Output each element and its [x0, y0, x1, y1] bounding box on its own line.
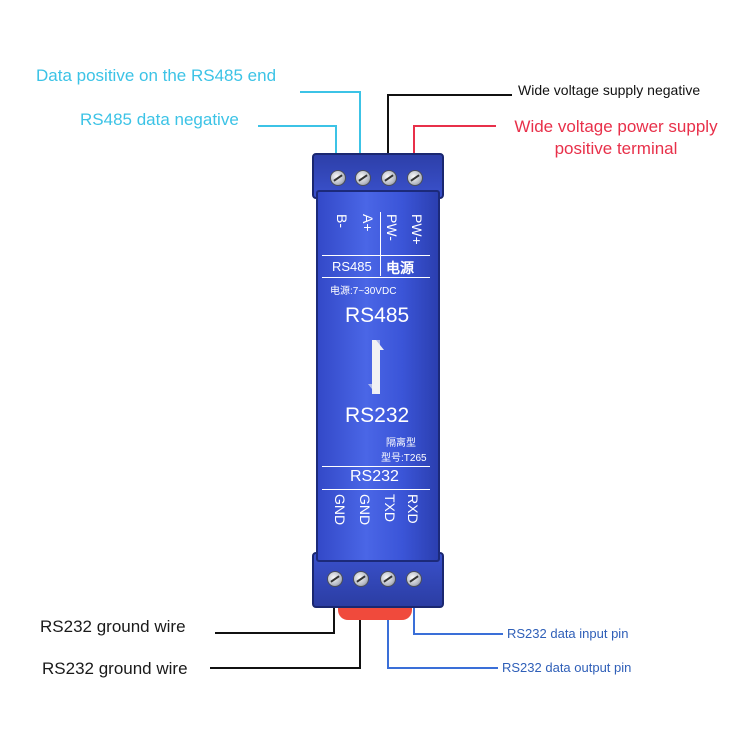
- model-label: 型号:T265: [381, 453, 427, 464]
- pin-label-b-minus: B-: [334, 214, 350, 228]
- screw-b-minus-icon: [330, 170, 346, 186]
- divider-bottom-pins: [322, 489, 430, 490]
- divider-groups: [322, 277, 430, 278]
- label-power-positive: Wide voltage power supply positive termi…: [498, 116, 734, 160]
- title-rs232: RS232: [345, 404, 410, 427]
- screw-txd-icon: [380, 571, 396, 587]
- group-label-rs485: RS485: [332, 259, 372, 274]
- pin-label-pw-minus: PW-: [384, 214, 400, 241]
- pin-label-pw-plus: PW+: [409, 214, 425, 245]
- label-gnd-2: RS232 ground wire: [42, 659, 188, 678]
- label-rs485-b-negative: RS485 data negative: [80, 110, 239, 129]
- label-power-positive-line2: positive terminal: [554, 139, 678, 158]
- label-txd-pin: RS232 data output pin: [502, 660, 632, 675]
- pin-label-gnd-1: GND: [332, 494, 348, 526]
- title-rs485: RS485: [345, 304, 410, 327]
- leader-pw-plus: [413, 125, 496, 162]
- pin-label-txd: TXD: [382, 494, 398, 522]
- leader-b-minus: [258, 125, 337, 162]
- label-rxd-pin: RS232 data input pin: [507, 626, 629, 641]
- screw-pw-minus-icon: [381, 170, 397, 186]
- isolated-label: 隔离型: [386, 438, 416, 449]
- label-power-positive-line1: Wide voltage power supply: [514, 117, 718, 136]
- label-power-negative: Wide voltage supply negative: [518, 82, 701, 98]
- conversion-arrows-icon: [368, 340, 384, 394]
- screw-gnd-2-icon: [353, 571, 369, 587]
- pin-label-a-plus: A+: [360, 214, 376, 232]
- pin-label-rxd: RXD: [405, 494, 421, 524]
- group-label-power: 电源: [386, 260, 414, 276]
- divider-top-pins: [322, 255, 430, 256]
- screw-gnd-1-icon: [327, 571, 343, 587]
- pin-label-gnd-2: GND: [357, 494, 373, 526]
- divider-top-pins-v: [380, 212, 381, 276]
- screw-a-plus-icon: [355, 170, 371, 186]
- bottom-group-label: RS232: [350, 468, 399, 485]
- screw-rxd-icon: [406, 571, 422, 587]
- leader-pw-minus: [387, 94, 512, 162]
- divider-bottom-top: [322, 466, 430, 467]
- power-spec: 电源:7~30VDC: [330, 286, 397, 297]
- label-gnd-1: RS232 ground wire: [40, 617, 186, 636]
- label-rs485-a-positive: Data positive on the RS485 end: [36, 66, 277, 85]
- screw-pw-plus-icon: [407, 170, 423, 186]
- leader-a-plus: [300, 91, 361, 162]
